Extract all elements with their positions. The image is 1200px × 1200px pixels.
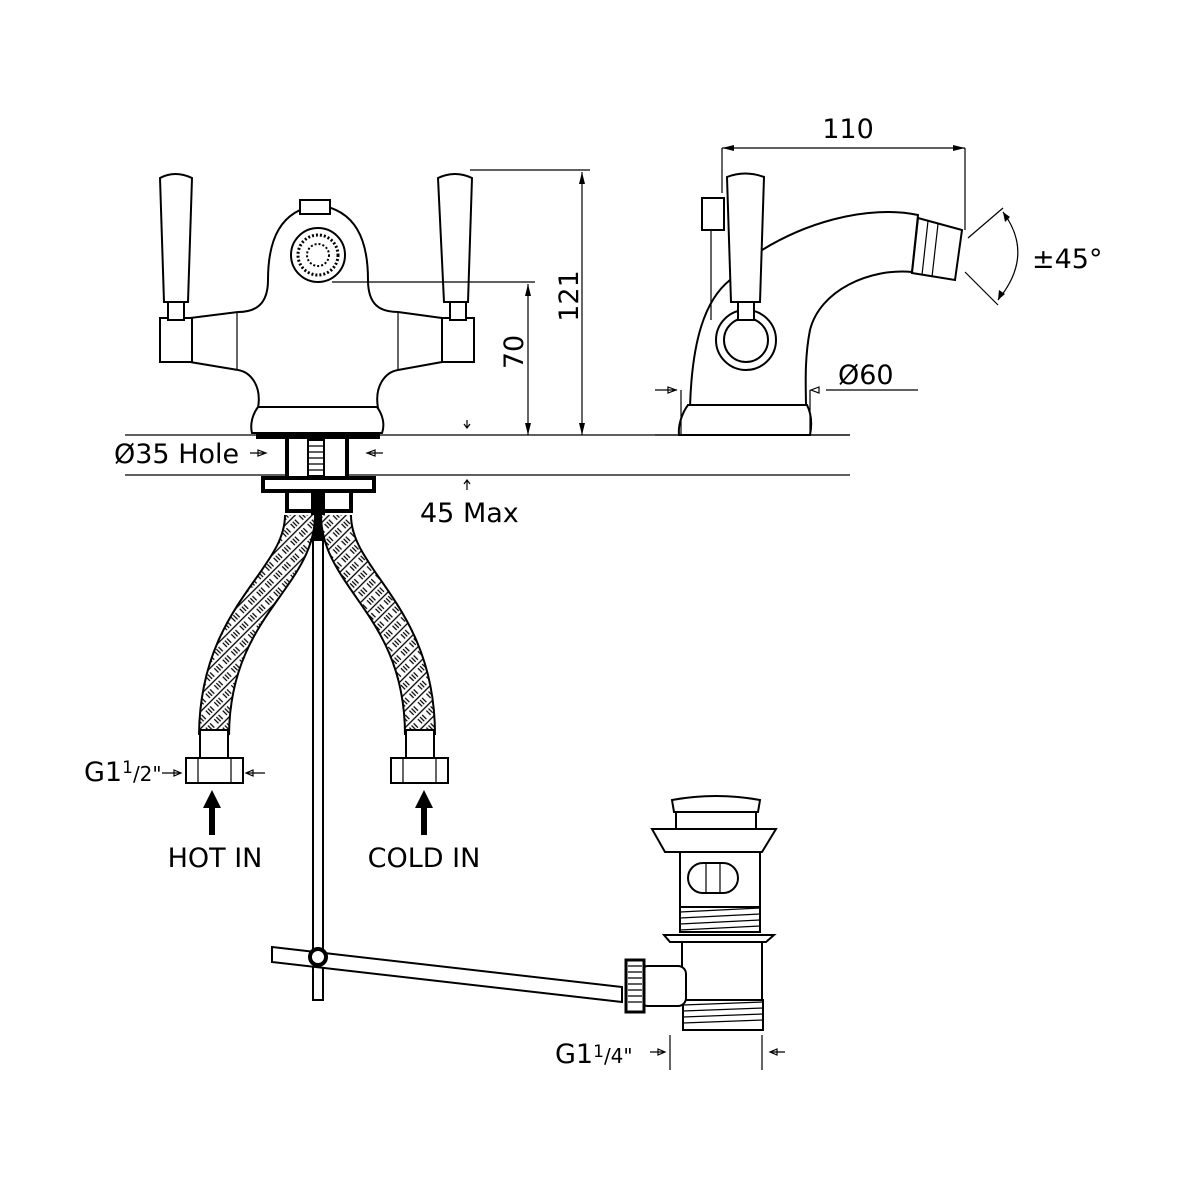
width-overall-label: 110 bbox=[822, 114, 874, 145]
waste-thread-label: G11/4" bbox=[555, 1039, 633, 1070]
top-cap bbox=[299, 199, 331, 215]
angle-arc bbox=[997, 211, 1019, 301]
tap-base bbox=[250, 406, 385, 434]
hot-in-label: HOT IN bbox=[168, 843, 263, 874]
cold-in-label: COLD IN bbox=[368, 843, 481, 874]
swivel-angle-label: ±45° bbox=[1032, 244, 1102, 275]
base-diameter-label: Ø60 bbox=[838, 360, 894, 391]
lift-rod bbox=[271, 945, 623, 1004]
cold-lever-handle bbox=[436, 173, 475, 363]
mounting-shank bbox=[261, 435, 376, 542]
deck-thickness-label: 45 Max bbox=[420, 498, 519, 529]
side-view: 110 ±45° Ø60 bbox=[655, 114, 1102, 436]
hole-diameter-label: Ø35 Hole bbox=[114, 439, 239, 470]
pop-up-waste bbox=[624, 795, 778, 1031]
side-lever-handle bbox=[725, 172, 766, 303]
inlet-thread-label: G11/2" bbox=[84, 757, 162, 788]
spout-height-label: 70 bbox=[499, 335, 530, 369]
side-top-cap bbox=[701, 197, 725, 231]
pop-up-rod bbox=[312, 539, 324, 1001]
side-base bbox=[677, 404, 813, 436]
cold-inlet-fitting bbox=[390, 729, 449, 784]
hot-inlet-fitting bbox=[185, 729, 244, 784]
front-view: 121 70 Ø35 Hole 45 Max bbox=[84, 169, 850, 1070]
aerator-mesh-icon bbox=[296, 233, 340, 277]
bidet-nozzle bbox=[910, 216, 964, 282]
height-overall-label: 121 bbox=[554, 270, 585, 322]
hot-lever-handle bbox=[158, 173, 194, 363]
hot-inlet-arrow-icon bbox=[203, 790, 221, 835]
cold-inlet-arrow-icon bbox=[415, 790, 433, 835]
